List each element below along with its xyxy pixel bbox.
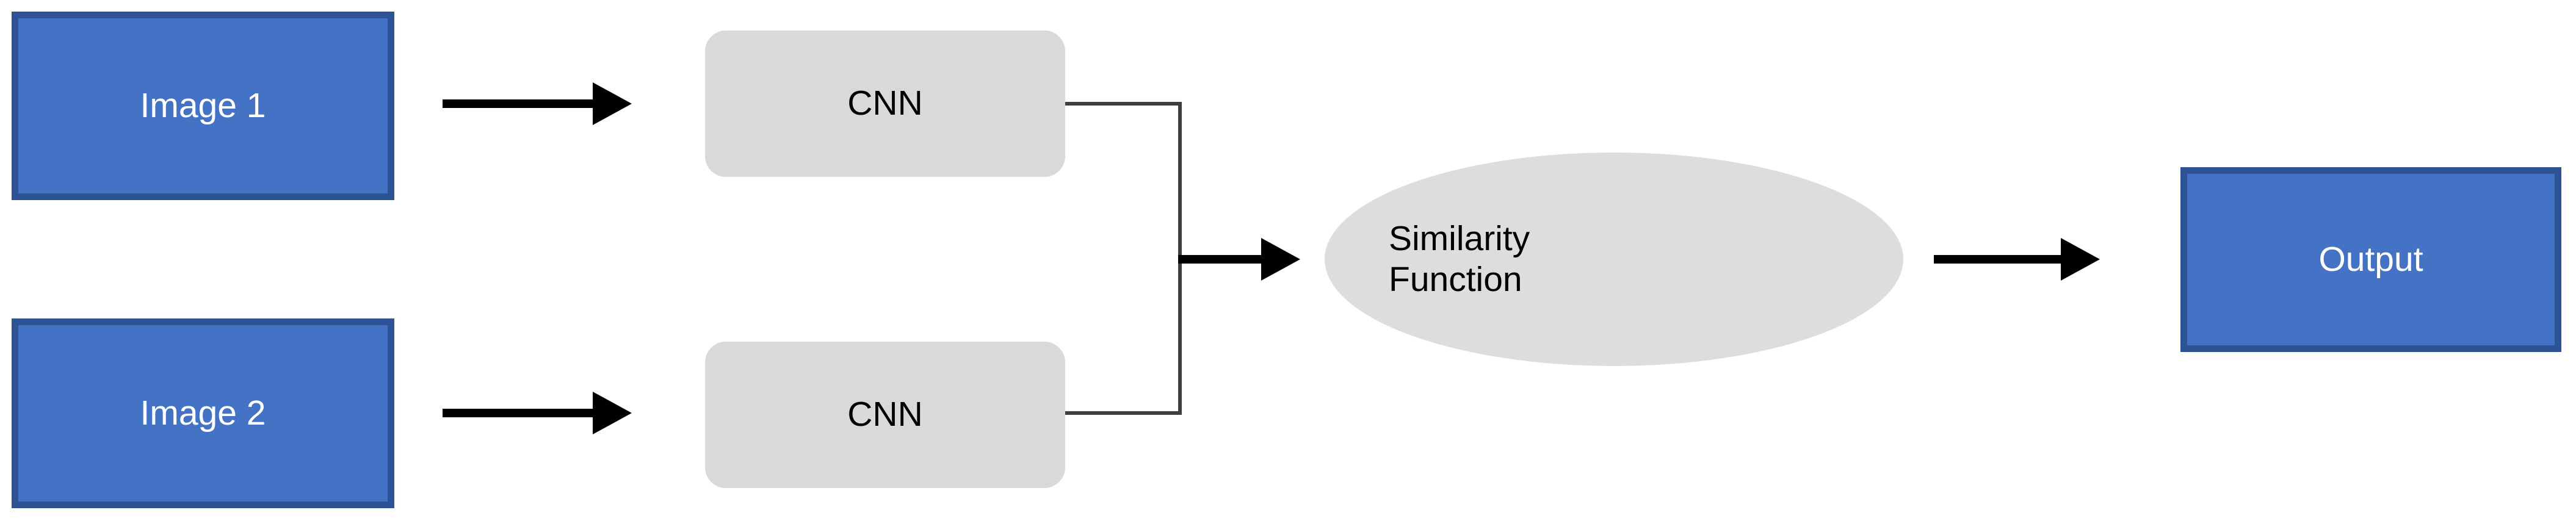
similarity-label-line-1: Similarity xyxy=(1389,218,1530,258)
node-cnn-bottom[interactable]: CNN xyxy=(705,342,1065,488)
similarity-label-line-2: Function xyxy=(1389,260,1522,299)
arrow-shaft xyxy=(1934,255,2061,264)
node-similarity-function-label: Similarity Function xyxy=(1325,218,1530,301)
connector-cnn-top-horizontal xyxy=(1065,102,1182,106)
node-cnn-top[interactable]: CNN xyxy=(705,31,1065,177)
arrow-head-icon xyxy=(593,82,632,125)
node-image-2-label: Image 2 xyxy=(140,393,266,433)
arrow-head-icon xyxy=(2061,238,2100,281)
connector-cnn-bottom-horizontal xyxy=(1065,411,1182,415)
node-cnn-bottom-label: CNN xyxy=(847,395,923,434)
node-image-2[interactable]: Image 2 xyxy=(12,318,394,508)
arrow-shaft xyxy=(443,409,593,417)
arrow-head-icon xyxy=(1261,238,1300,281)
node-similarity-function[interactable]: Similarity Function xyxy=(1325,153,1903,366)
node-output-label: Output xyxy=(2318,239,2423,279)
node-image-1-label: Image 1 xyxy=(140,85,266,125)
arrow-head-icon xyxy=(593,392,632,434)
node-output[interactable]: Output xyxy=(2180,167,2561,352)
arrow-shaft xyxy=(443,99,593,108)
node-image-1[interactable]: Image 1 xyxy=(12,12,394,200)
arrow-shaft xyxy=(1178,255,1261,264)
node-cnn-top-label: CNN xyxy=(847,84,923,123)
